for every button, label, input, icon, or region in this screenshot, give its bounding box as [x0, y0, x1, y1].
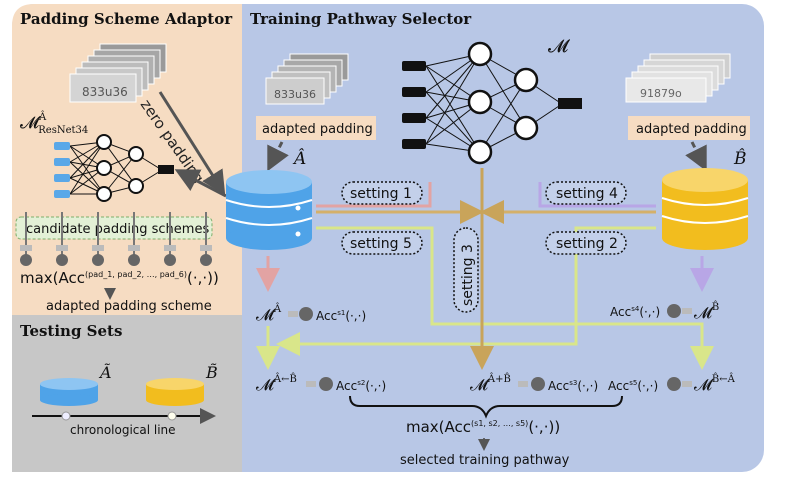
resnet-input-node — [54, 174, 70, 182]
resnet-hidden-node — [96, 186, 112, 202]
left-plate-text: 833u36 — [82, 85, 128, 99]
adapted-scheme-label: adapted padding scheme — [46, 299, 212, 314]
result-s3-connector — [518, 381, 528, 387]
result-s2-dot — [319, 377, 333, 391]
left-plate-stack: 833u36 — [69, 43, 167, 103]
result-s5-model: 𝓜B̂←Â — [694, 373, 736, 394]
padding-panel-title: Padding Scheme Adaptor — [20, 10, 233, 28]
selector-panel-title: Training Pathway Selector — [250, 10, 472, 28]
setting-box — [341, 181, 423, 205]
right-plate-text: 91879o — [640, 87, 682, 100]
main-hidden-node — [467, 41, 493, 67]
main-input-node — [402, 139, 426, 149]
candidate-schemes-box — [15, 216, 213, 240]
result-s3-dot — [531, 377, 545, 391]
result-s5-connector — [682, 381, 692, 387]
adapted-padding-box-left — [256, 116, 376, 140]
timeline-marker — [167, 411, 177, 421]
resnet-input-node — [54, 158, 70, 166]
result-s3-acc: Accs3(·,·) — [548, 379, 598, 393]
result-s2-model: 𝓜Â←B̂ — [256, 373, 297, 394]
scheme-evaluators — [20, 212, 212, 266]
adapted-padding-label-right: adapted padding — [636, 122, 747, 137]
result-s4-dot — [667, 304, 681, 318]
max-settings-formula: max(Acc(s1, s2, …, s5)(·,·)) — [406, 418, 560, 436]
setting-box — [545, 231, 627, 255]
result-s3-model: 𝓜Â+B̂ — [470, 373, 511, 394]
main-input-node — [402, 113, 426, 123]
main-output-node — [558, 98, 582, 109]
resnet-hidden-node — [128, 178, 144, 194]
main-hidden-node — [467, 89, 493, 115]
test-a-label: Ã — [98, 362, 112, 382]
setting-box — [341, 231, 423, 255]
db-a — [225, 170, 313, 250]
setting-label: setting 4 — [556, 186, 618, 202]
db-b — [661, 168, 749, 250]
resnet-input-node — [54, 190, 70, 198]
test-db-b — [146, 378, 204, 406]
result-s5-acc: Accs5(·,·) — [608, 379, 658, 393]
selected-pathway-label: selected training pathway — [400, 453, 570, 468]
result-s4-acc: Accs4(·,·) — [610, 305, 660, 319]
db-a-label: Â — [292, 148, 306, 169]
setting-label: setting 2 — [556, 236, 618, 252]
padding-to-db-a-arrow — [267, 141, 289, 172]
result-s1-connector — [288, 311, 298, 317]
main-hidden-node — [467, 139, 493, 165]
setting-box — [453, 227, 479, 313]
main-model-label: 𝓜 — [548, 36, 571, 57]
result-s2-acc: Accs2(·,·) — [336, 379, 386, 393]
timeline-marker — [61, 411, 71, 421]
result-s5-dot — [667, 377, 681, 391]
chronological-label: chronological line — [70, 423, 176, 437]
setting-label: setting 1 — [350, 186, 412, 202]
test-b-label: B̃ — [205, 363, 218, 382]
resnet-hidden-node — [96, 134, 112, 150]
results-brace — [349, 395, 623, 419]
db-b-label: B̂ — [733, 149, 747, 169]
db-to-model-arrow — [174, 169, 227, 198]
adapted-padding-label-left: adapted padding — [262, 122, 373, 137]
mid-plate-stack: 833u36 — [265, 53, 349, 105]
result-s4-connector — [682, 308, 692, 314]
adapted-padding-box-right — [628, 116, 750, 140]
resnet-output-node — [158, 165, 174, 174]
candidate-schemes-label: candidate padding schemes — [26, 222, 209, 237]
result-s1-model: 𝓜Â — [256, 303, 282, 324]
resnet-hidden-node — [128, 146, 144, 162]
main-hidden-node — [513, 67, 539, 93]
result-s1-acc: Accs1(·,·) — [316, 309, 366, 323]
testing-panel-title: Testing Sets — [20, 322, 122, 340]
main-input-node — [402, 87, 426, 97]
main-input-node — [402, 61, 426, 71]
test-db-a — [40, 378, 98, 406]
resnet-input-node — [54, 142, 70, 150]
result-s4-model: 𝓜B̂ — [694, 301, 719, 322]
max-padding-formula: max(Acc(pad_1, pad_2, …, pad_6)(·,·)) — [20, 269, 219, 287]
padding-to-db-b-arrow — [685, 141, 707, 172]
setting-label: setting 5 — [350, 236, 412, 252]
right-plate-stack: 91879o — [625, 53, 731, 103]
setting-label: setting 3 — [460, 244, 476, 306]
mid-plate-text: 833u36 — [274, 88, 316, 101]
zero-padding-arrow — [158, 91, 226, 196]
result-s1-dot — [299, 307, 313, 321]
setting-box — [545, 181, 627, 205]
resnet-hidden-node — [96, 160, 112, 176]
main-hidden-node — [513, 115, 539, 141]
result-s2-connector — [306, 381, 316, 387]
